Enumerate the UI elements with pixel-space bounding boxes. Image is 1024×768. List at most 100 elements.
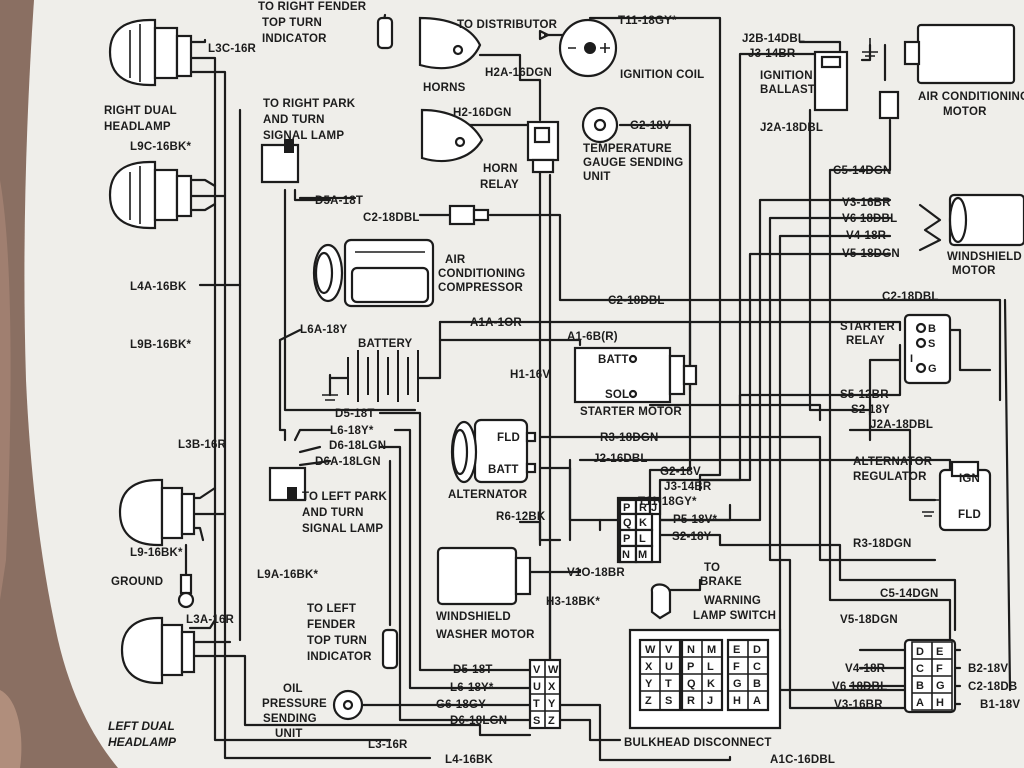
label-left-fender-3: TOP TURN	[307, 635, 367, 647]
wire-s5-12br: S5-12BR	[840, 389, 889, 401]
wire-l9a-16bk: L9A-16BK*	[257, 569, 319, 581]
label-temp-3: UNIT	[583, 171, 611, 183]
svg-text:C: C	[916, 663, 924, 675]
label-alt-reg-1: ALTERNATOR	[853, 456, 933, 468]
label-left-headlamp-2: HEADLAMP	[108, 735, 177, 749]
ground-terminal	[177, 573, 195, 609]
starter-relay	[903, 313, 952, 385]
svg-text:B: B	[916, 680, 924, 692]
wire-c2-18dbl-b: C2-18DBL	[608, 295, 665, 307]
label-horn-relay-2: RELAY	[480, 179, 519, 191]
bulkhead-disconnect	[628, 628, 782, 730]
terminal-ign: IGN	[959, 473, 980, 485]
wire-l9-16bk: L9-16BK*	[130, 547, 183, 559]
svg-text:S: S	[665, 695, 672, 707]
label-left-fender-4: INDICATOR	[307, 651, 372, 663]
label-brake-1: TO	[704, 562, 720, 574]
label-right-fender-1: TO RIGHT FENDER	[258, 1, 367, 13]
label-bulkhead: BULKHEAD DISCONNECT	[624, 737, 772, 749]
svg-text:A: A	[916, 697, 924, 709]
wire-h2-16dgn: H2-16DGN	[453, 107, 511, 119]
svg-text:J: J	[651, 502, 657, 514]
wire-c2-18dbl-a: C2-18DBL	[363, 212, 420, 224]
wire-j2a-18dbl-b: J2A-18DBL	[870, 419, 933, 431]
wire-l3b-16r: L3B-16R	[178, 439, 227, 451]
alternator-regulator	[922, 460, 992, 532]
svg-text:D: D	[753, 644, 761, 656]
label-left-fender-2: FENDER	[307, 619, 356, 631]
right-dual-headlamp-lower	[108, 160, 193, 230]
label-right-fender-3: INDICATOR	[262, 33, 327, 45]
battery	[322, 350, 432, 402]
air-conditioning-compressor	[312, 238, 435, 308]
wire-l6a-18y: L6A-18Y	[300, 324, 348, 336]
label-windshield-motor-2: MOTOR	[952, 265, 996, 277]
wire-l9c-16bk: L9C-16BK*	[130, 141, 192, 153]
label-left-park-3: SIGNAL LAMP	[302, 523, 383, 535]
label-horns: HORNS	[423, 82, 466, 94]
terminal-starter-b: B	[928, 323, 936, 335]
wire-t11-18gy: T11-18GY*	[618, 15, 677, 27]
wire-v5-18dgn-b: V5-18DGN	[840, 614, 898, 626]
label-starter-relay-1: STARTER	[840, 321, 895, 333]
labels: TO RIGHT FENDER TOP TURN INDICATOR L3C-1…	[104, 1, 1024, 766]
c2-sensor	[448, 204, 490, 226]
wire-h2a-16dgn: H2A-16DGN	[485, 67, 552, 79]
svg-text:X: X	[645, 661, 653, 673]
horn-lower	[420, 108, 484, 162]
wire-r3-18dgn-b: R3-18DGN	[853, 538, 911, 550]
wire-j3-14br: J3-14BR	[748, 48, 796, 60]
wire-v10-18br: V1O-18BR	[567, 567, 625, 579]
label-alternator: ALTERNATOR	[448, 489, 528, 501]
label-brake-2: BRAKE	[700, 576, 742, 588]
wire-b1-18v: B1-18V	[980, 699, 1020, 711]
connector-prjk	[616, 496, 662, 564]
label-brake-4: LAMP SWITCH	[693, 610, 776, 622]
connector-de-cf-bg-ah	[903, 638, 957, 714]
svg-text:X: X	[548, 681, 556, 693]
label-right-headlamp-1: RIGHT DUAL	[104, 105, 177, 117]
label-ground: GROUND	[111, 576, 163, 588]
label-ac-compressor-3: COMPRESSOR	[438, 282, 524, 294]
wire-p5-18v: P5-18V*	[673, 514, 718, 526]
label-washer-1: WINDSHIELD	[436, 611, 511, 623]
label-left-headlamp-1: LEFT DUAL	[108, 719, 175, 733]
right-fender-indicator	[376, 16, 394, 50]
wire-a1-6br: A1-6B(R)	[567, 331, 618, 343]
left-fender-indicator	[381, 628, 399, 670]
wire-l3c-16r: L3C-16R	[208, 43, 257, 55]
svg-text:P: P	[623, 502, 630, 514]
wire-g6-18gy: G6-18GY	[436, 699, 486, 711]
connector-vwutxysz	[528, 658, 562, 730]
label-ac-compressor-2: CONDITIONING	[438, 268, 525, 280]
label-oil-2: PRESSURE	[262, 698, 327, 710]
windshield-washer-motor	[436, 546, 532, 606]
svg-text:G: G	[936, 680, 945, 692]
label-alt-reg-2: REGULATOR	[853, 471, 927, 483]
svg-text:T: T	[665, 678, 672, 690]
wire-l6-18y-b: L6-18Y*	[450, 682, 494, 694]
horn-relay	[526, 120, 560, 174]
label-starter-motor: STARTER MOTOR	[580, 406, 682, 418]
wire-v3-16br-top: V3-16BR	[842, 197, 891, 209]
svg-text:E: E	[936, 646, 943, 658]
oil-pressure-sending-unit	[332, 689, 364, 721]
wire-j2b-14dbl: J2B-14DBL	[742, 33, 805, 45]
svg-text:N: N	[622, 549, 630, 561]
label-right-park-1: TO RIGHT PARK	[263, 98, 356, 110]
wire-h1-16v: H1-16V	[510, 369, 550, 381]
temperature-sending-unit	[581, 106, 619, 144]
wire-l3a-16r: L3A-16R	[186, 614, 235, 626]
wire-v5-18dgn-top: V5-18DGN	[842, 248, 900, 260]
wire-r3-18dgn-a: R3-18DGN	[600, 432, 658, 444]
terminal-batt-alt: BATT	[488, 464, 519, 476]
wire-d6-18lgn-b: D6-18LGN	[450, 715, 507, 727]
wire-d5-18t-b: D5-18T	[453, 664, 493, 676]
svg-text:S: S	[533, 715, 540, 727]
label-windshield-motor-1: WINDSHIELD	[947, 251, 1022, 263]
right-dual-headlamp	[108, 18, 193, 87]
wire-v6-18dbl-b: V6 18DBL	[832, 681, 887, 693]
label-ignition-ballast-2: BALLAST	[760, 84, 815, 96]
label-right-headlamp-2: HEADLAMP	[104, 121, 171, 133]
